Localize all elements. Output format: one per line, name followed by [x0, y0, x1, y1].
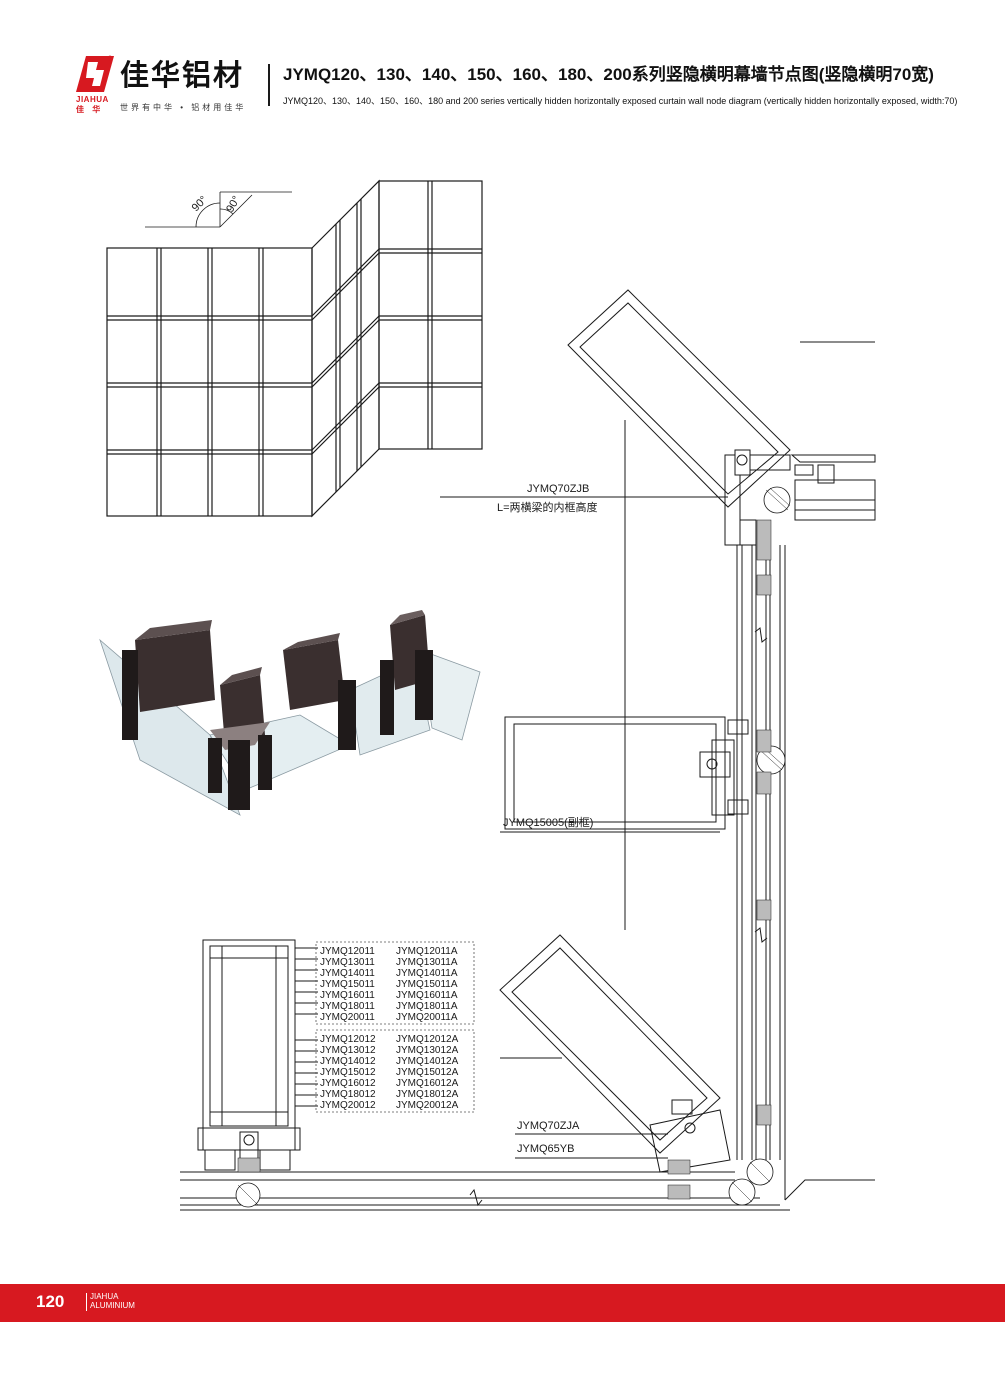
code-item: JYMQ15011A [396, 979, 458, 990]
code-item: JYMQ12012A [396, 1034, 459, 1045]
footer-brand: JIAHUA ALUMINIUM [90, 1292, 135, 1310]
label-bottom-profile-a: JYMQ70ZJA [517, 1120, 580, 1132]
code-item: JYMQ20011 [320, 1012, 375, 1023]
page-title: JYMQ120、130、140、150、160、180、200系列竖隐横明幕墙节… [283, 65, 934, 84]
code-item: JYMQ15012 [320, 1067, 376, 1078]
node-detail-drawing: JYMQ70ZJB L=两横梁的内框高度 JYMQ15005(副框) JYMQ7… [180, 289, 876, 1211]
code-item: JYMQ14012A [396, 1056, 459, 1067]
code-item: JYMQ13011 [320, 957, 375, 968]
code-item: JYMQ12011 [320, 946, 375, 957]
code-item: JYMQ15011 [320, 979, 375, 990]
footer-brand-line1: JIAHUA [90, 1292, 119, 1301]
header-divider [268, 64, 270, 106]
code-item: JYMQ15012A [396, 1067, 459, 1078]
code-item: JYMQ20011A [396, 1012, 458, 1023]
code-item: JYMQ16012 [320, 1078, 376, 1089]
code-item: JYMQ18012A [396, 1089, 459, 1100]
code-item: JYMQ18011 [320, 1001, 375, 1012]
mullion-code-list-2: JYMQ12012 JYMQ12012A JYMQ13012 JYMQ13012… [320, 1034, 459, 1111]
code-item: JYMQ14011A [396, 968, 458, 979]
page-subtitle: JYMQ120、130、140、150、160、180 and 200 seri… [283, 96, 958, 106]
elevation-drawing: 90° 90° [106, 179, 483, 518]
code-item: JYMQ13011A [396, 957, 458, 968]
label-top-profile: JYMQ70ZJB [527, 483, 589, 495]
label-bottom-profile-b: JYMQ65YB [517, 1143, 574, 1155]
brand-name-cn-small: 佳 华 [76, 105, 104, 114]
code-item: JYMQ18011A [396, 1001, 458, 1012]
brand-name-en: JIAHUA [76, 95, 109, 104]
code-item: JYMQ20012 [320, 1100, 376, 1111]
angle-label-2: 90° [224, 194, 243, 214]
code-item: JYMQ13012 [320, 1045, 376, 1056]
code-item: JYMQ16011 [320, 990, 375, 1001]
code-item: JYMQ16011A [396, 990, 458, 1001]
footer-divider [86, 1293, 87, 1311]
code-item: JYMQ12012 [320, 1034, 376, 1045]
code-item: JYMQ18012 [320, 1089, 376, 1100]
jiahua-logo-icon [76, 55, 114, 92]
code-item: JYMQ14011 [320, 968, 375, 979]
footer-brand-line2: ALUMINIUM [90, 1301, 135, 1310]
footer-bar [0, 1284, 1005, 1322]
code-item: JYMQ16012A [396, 1078, 459, 1089]
code-item: JYMQ14012 [320, 1056, 376, 1067]
code-item: JYMQ12011A [396, 946, 458, 957]
mullion-code-list-1: JYMQ12011 JYMQ12011A JYMQ13011 JYMQ13011… [320, 946, 458, 1023]
profile-3d-render [99, 610, 481, 816]
label-sub-frame: JYMQ15005(副框) [503, 816, 593, 829]
label-frame-height-note: L=两横梁的内框高度 [497, 500, 598, 514]
angle-label-1: 90° [190, 194, 210, 214]
code-item: JYMQ13012A [396, 1045, 459, 1056]
code-item: JYMQ20012A [396, 1100, 459, 1111]
brand-slogan: 世界有中华 • 铝材用佳华 [120, 103, 247, 112]
brand-name-cn: 佳华铝材 [120, 60, 245, 92]
page-number: 120 [36, 1292, 65, 1311]
